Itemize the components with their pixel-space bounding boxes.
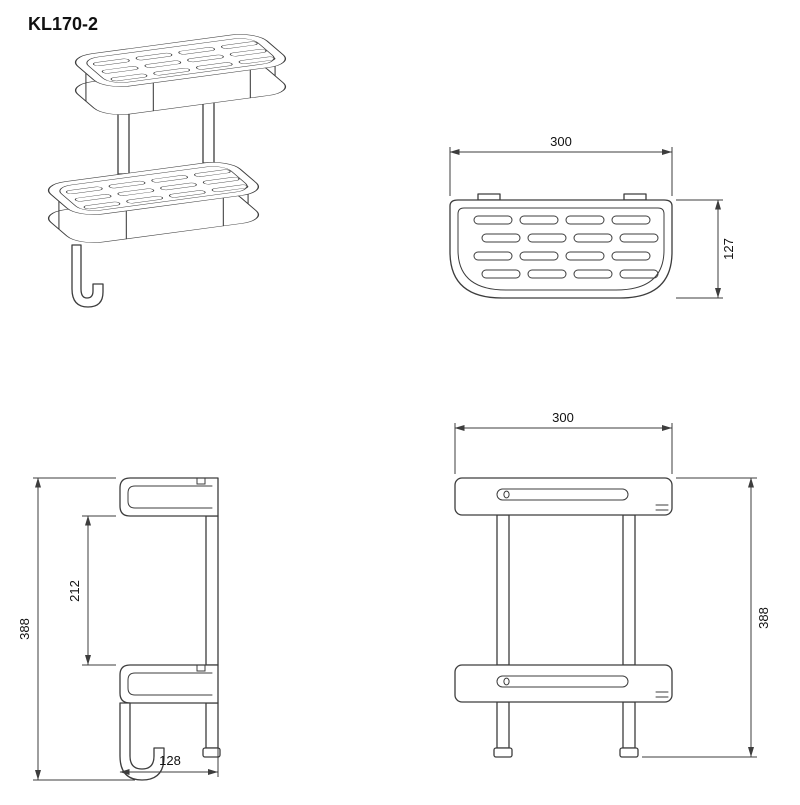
front-view-top-basket [454,477,673,516]
dimension-top-depth: 127 [676,199,736,299]
dimension-label-side-spacing: 212 [67,580,82,602]
side-view-bottom-basket [119,664,219,704]
dimension-label-front-height: 388 [756,607,771,629]
top-view-basket-outline [449,199,673,299]
isometric-view [12,32,322,308]
dimension-front-width: 300 [454,410,673,474]
side-view-rail-foot [202,747,221,758]
dimension-top-width: 300 [449,134,673,196]
side-view-top-basket [119,477,219,517]
top-view-mount-tab [623,193,647,201]
product-code-label: KL170-2 [28,14,98,34]
dimension-label-side-height: 388 [17,618,32,640]
front-view-rail [496,701,510,749]
side-view: 388 212 128 [17,477,221,781]
front-view: 300 388 [454,410,771,758]
dimension-label-front-width: 300 [552,410,574,425]
front-view-rail [622,514,636,666]
dimension-side-height: 388 [17,477,135,781]
top-view: 300 127 [449,134,736,299]
dimension-label-side-depth: 128 [159,753,181,768]
dimension-label-top-depth: 127 [721,238,736,260]
side-view-rail [205,515,219,666]
side-view-hook [119,702,165,781]
front-view-rail [496,514,510,666]
front-view-bottom-basket [454,664,673,703]
front-view-rail [622,701,636,749]
isometric-top-basket [39,32,322,118]
front-view-rail-foot [493,747,513,758]
isometric-bottom-basket [12,160,295,246]
top-view-mount-tab [477,193,501,201]
dimension-side-depth: 128 [119,708,219,777]
dimension-front-height: 388 [642,477,771,758]
isometric-hook [71,244,104,308]
front-view-rail-foot [619,747,639,758]
dimension-side-spacing: 212 [67,515,116,666]
side-view-rail [205,702,219,749]
dimension-label-top-width: 300 [550,134,572,149]
top-view-basket-inner-rim [457,207,665,291]
